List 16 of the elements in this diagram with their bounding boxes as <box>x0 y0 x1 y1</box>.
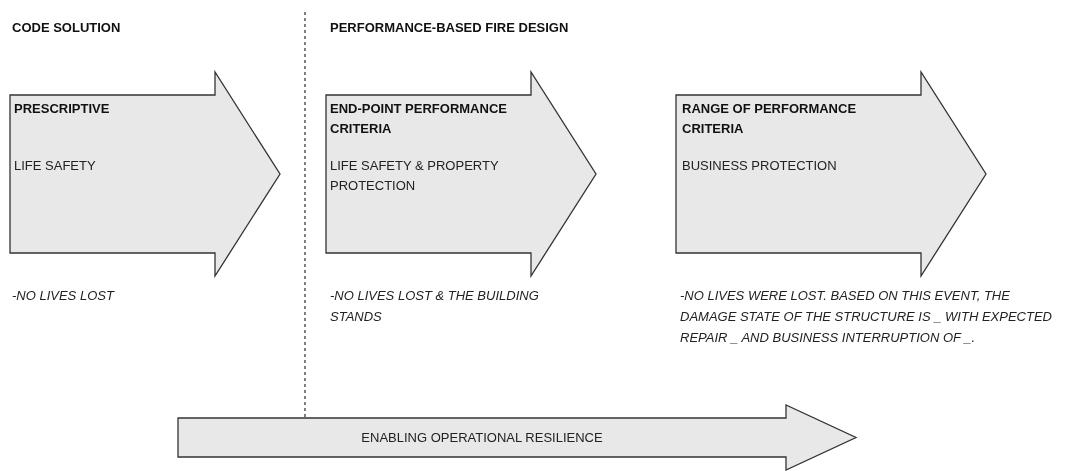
arrow-text: ENABLING OPERATIONAL RESILIENCE <box>360 429 604 447</box>
arrow-text: LIFE SAFETY <box>14 157 97 175</box>
arrow-text: LIFE SAFETY & PROPERTY PROTECTION <box>330 157 500 195</box>
arrow-shape <box>326 72 596 276</box>
arrow-heading: END-POINT PERFORMANCE CRITERIA <box>330 100 508 138</box>
arrow-shape <box>676 72 986 276</box>
section-heading: PERFORMANCE-BASED FIRE DESIGN <box>330 20 569 35</box>
arrow-shape <box>10 72 280 276</box>
arrow-shape <box>178 405 856 470</box>
outcome-note: -NO LIVES LOST & THE BUILDING STANDS <box>330 287 540 326</box>
outcome-note: -NO LIVES LOST <box>12 287 116 305</box>
arrow-text: BUSINESS PROTECTION <box>682 157 838 175</box>
outcome-note: -NO LIVES WERE LOST. BASED ON THIS EVENT, THE DAMAGE STATE OF THE STRUCTURE IS _ WITH EXPECTED REPAIR _ AND BUSINESS INTERRUPTION OF _. <box>680 287 1053 347</box>
arrow-heading: RANGE OF PERFORMANCE CRITERIA <box>682 100 858 138</box>
section-heading: CODE SOLUTION <box>12 20 121 35</box>
arrow-heading: PRESCRIPTIVE <box>14 100 111 118</box>
